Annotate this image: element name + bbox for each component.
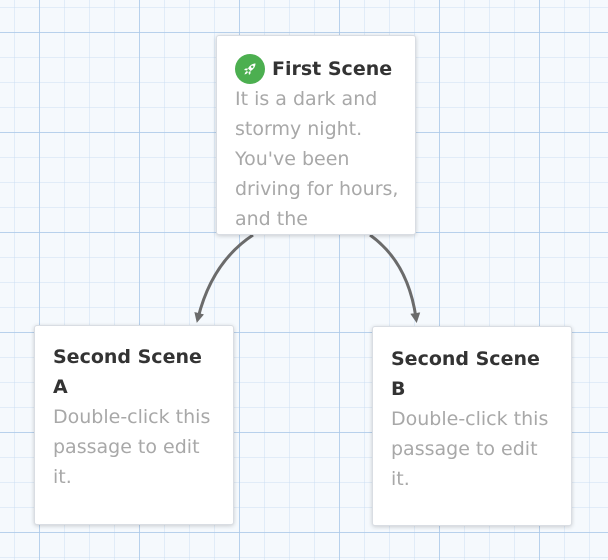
passage-title: First Scene [235,54,401,84]
passage-card-second-scene-a[interactable]: Second Scene A Double-click this passage… [34,325,234,525]
rocket-icon [235,54,265,84]
passage-card-first-scene[interactable]: First Scene It is a dark and stormy nigh… [216,35,416,235]
passage-excerpt: Double-click this passage to edit it. [391,408,549,490]
passage-title-text: First Scene [272,58,393,80]
link-arrow-first-to-a [194,233,254,323]
passage-excerpt: It is a dark and stormy night. You've be… [235,88,399,230]
passage-excerpt: Double-click this passage to edit it. [53,406,211,488]
link-arrow-first-to-b [369,233,421,323]
passage-title: Second Scene A [53,346,202,398]
passage-title: Second Scene B [391,348,540,400]
passage-card-second-scene-b[interactable]: Second Scene B Double-click this passage… [372,326,572,526]
